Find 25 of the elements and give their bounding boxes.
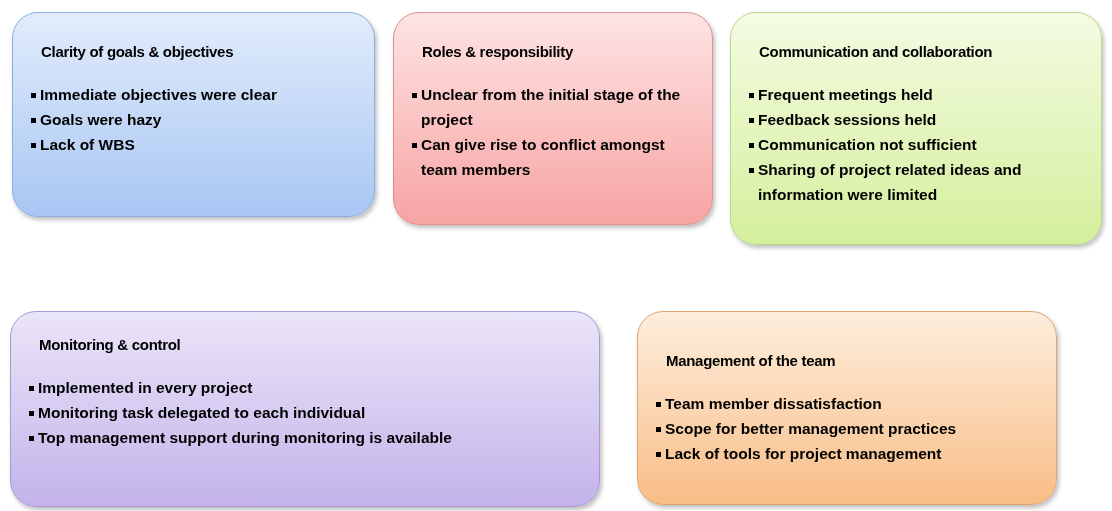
topic-card [637,311,1057,505]
bullet-text: Goals were hazy [40,109,162,130]
bullet-text: Communication not sufficient [758,134,977,155]
card-heading: Roles & responsibility [422,42,574,62]
bullet-text: Lack of WBS [40,134,135,155]
topic-card [730,12,1102,245]
card-heading: Monitoring & control [39,335,182,355]
bullet-text: Frequent meetings held [758,84,933,105]
card-heading: Clarity of goals & objectives [41,42,235,62]
bullet-text: Lack of tools for project management [665,443,942,464]
bullet-text: Team member dissatisfaction [665,393,882,414]
bullet-text: Implemented in every project [38,377,253,398]
topic-card [10,311,600,507]
bullet-text: Monitoring task delegated to each individual [38,402,366,423]
bullet-text: Unclear from the initial stage of the project [421,84,682,130]
bullet-text: Can give rise to conflict amongst team members [421,134,666,180]
card-heading: Communication and collaboration [759,42,994,62]
bullet-text: Scope for better management practices [665,418,957,439]
bullet-text: Immediate objectives were clear [40,84,277,105]
bullet-text: Feedback sessions held [758,109,937,130]
bullet-text: Sharing of project related ideas and information were limited [758,159,1023,205]
card-heading: Management of the team [666,351,837,371]
topic-card [393,12,713,225]
bullet-text: Top management support during monitoring is available [38,427,452,448]
topic-card [12,12,375,217]
